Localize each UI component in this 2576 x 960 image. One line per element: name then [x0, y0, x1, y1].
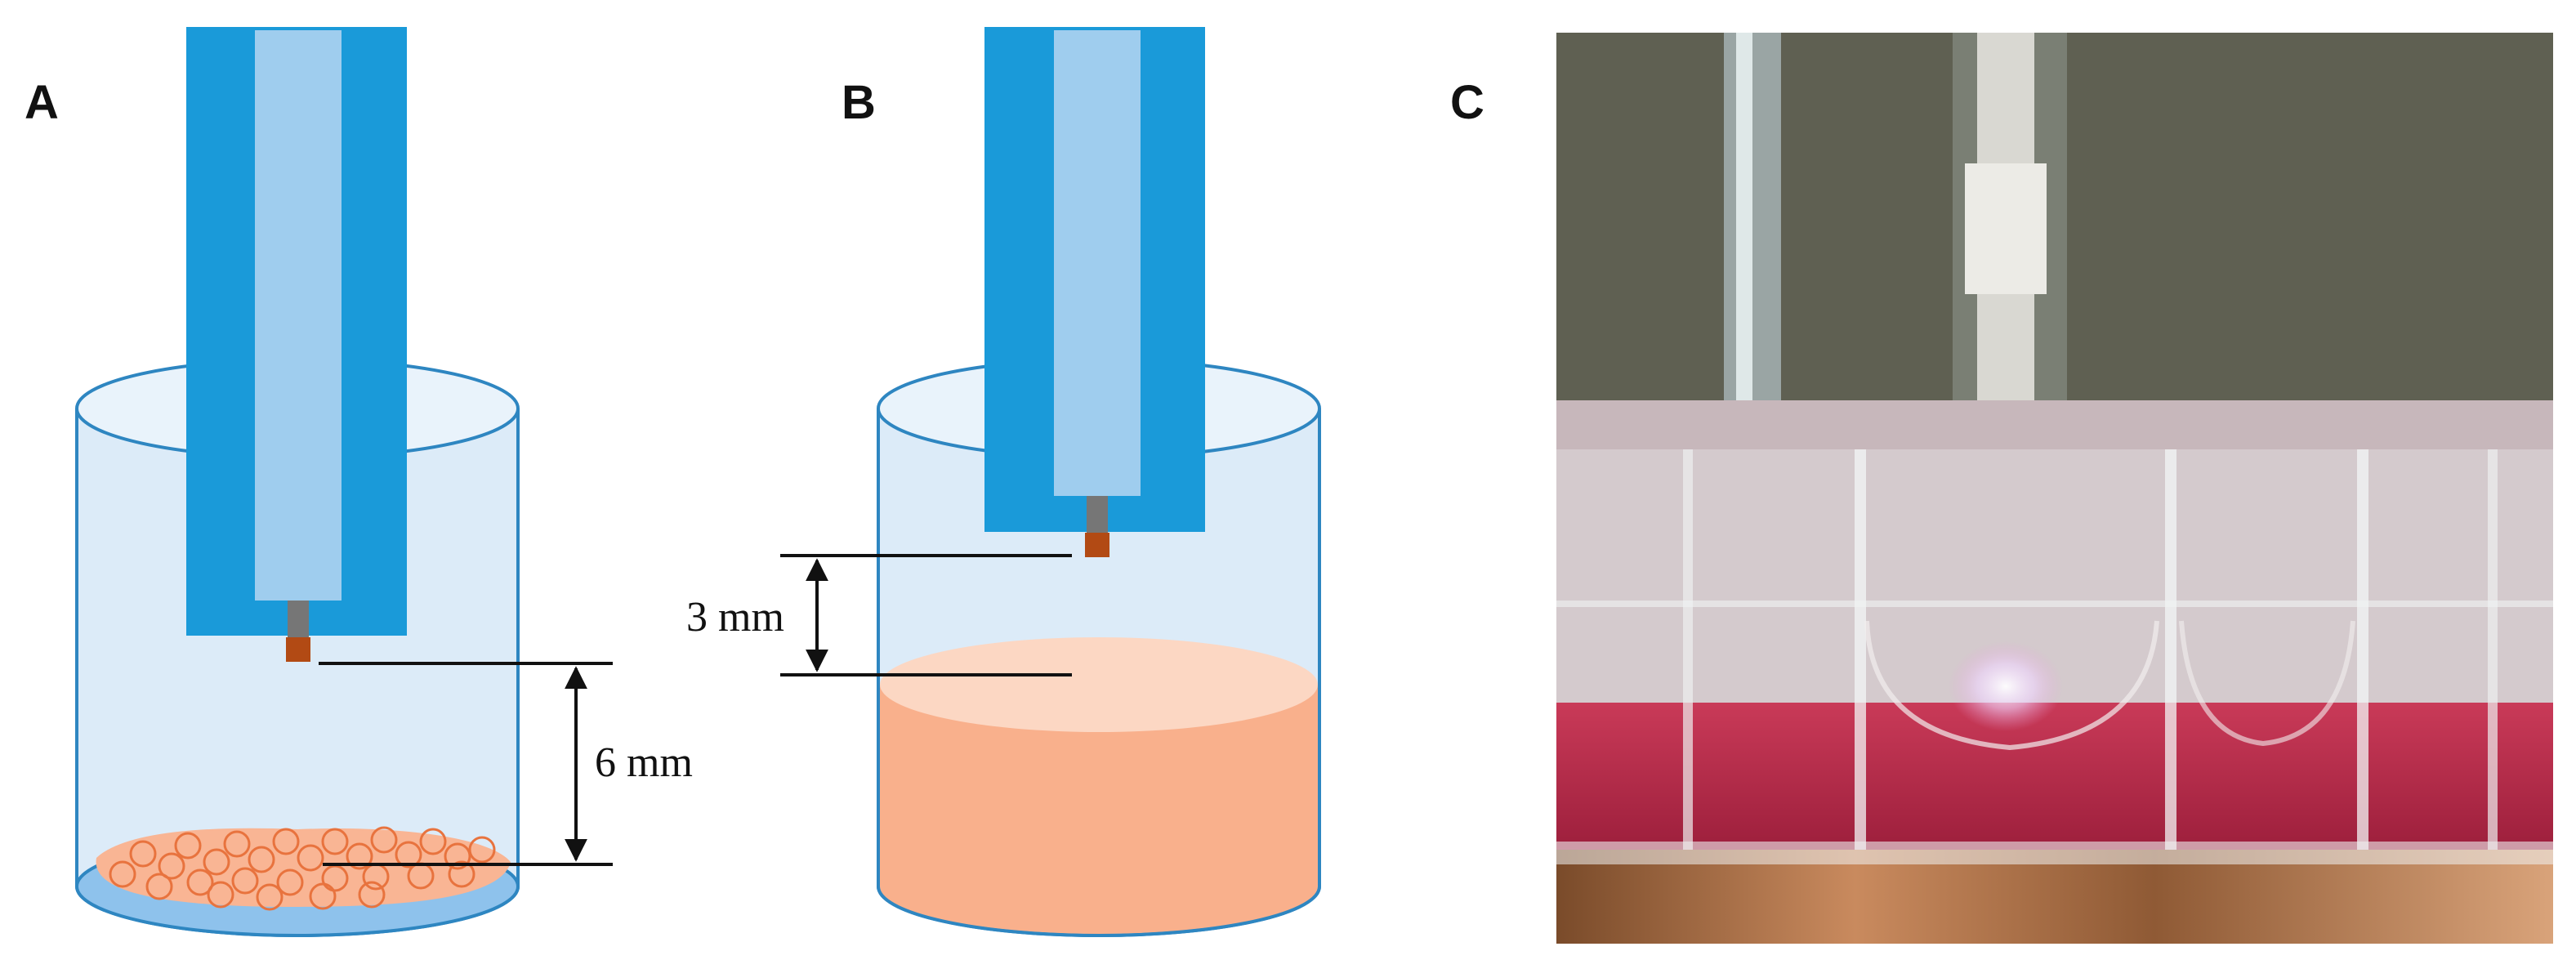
panel-c-label: C — [1450, 76, 1484, 129]
photo — [1556, 33, 2553, 944]
panel-b-label: B — [842, 76, 876, 129]
gap-label-b: 3 mm — [686, 594, 784, 641]
panel-b: B 3 mm — [686, 27, 1321, 937]
gap-dimension-b: 3 mm — [686, 554, 1072, 676]
gap-dimension-a: 6 mm — [319, 662, 693, 866]
gap-label-a: 6 mm — [595, 739, 693, 786]
panel-a: A — [25, 27, 693, 937]
panel-a-label: A — [25, 76, 59, 129]
culture-medium — [877, 637, 1321, 937]
cell-layer — [96, 826, 511, 911]
panel-c: C — [1450, 33, 2553, 944]
electrode-a — [186, 27, 407, 662]
electrode-b — [984, 27, 1205, 557]
